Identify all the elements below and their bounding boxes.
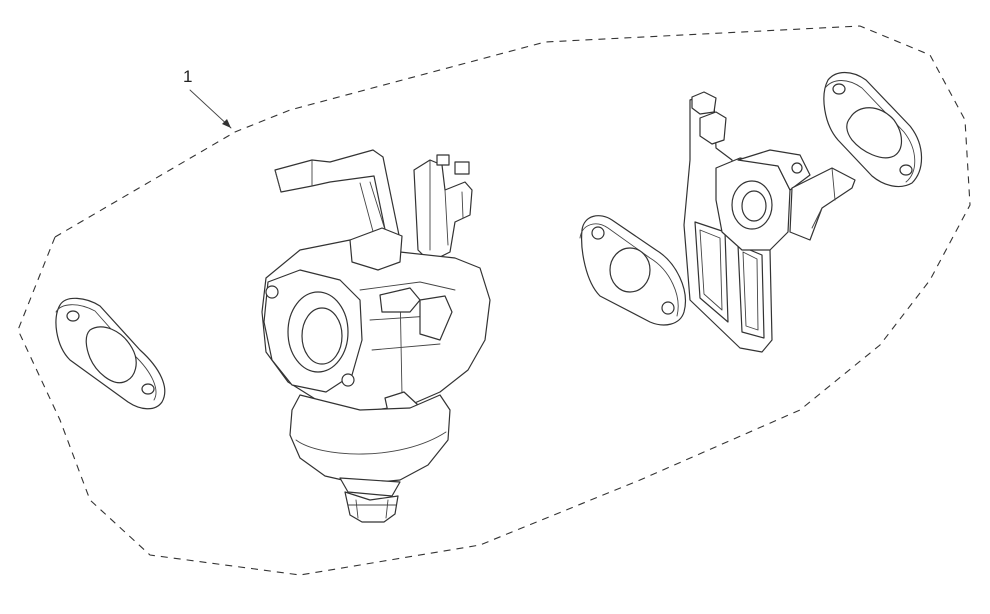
gasket-middle — [579, 215, 686, 326]
carburetor — [261, 149, 491, 523]
insulator-bracket — [683, 91, 856, 353]
assembly-boundary — [17, 25, 971, 576]
callout-label-1: 1 — [183, 67, 192, 86]
gasket-left — [55, 297, 166, 410]
gasket-right — [823, 71, 923, 188]
callout-leader-1 — [189, 89, 232, 129]
